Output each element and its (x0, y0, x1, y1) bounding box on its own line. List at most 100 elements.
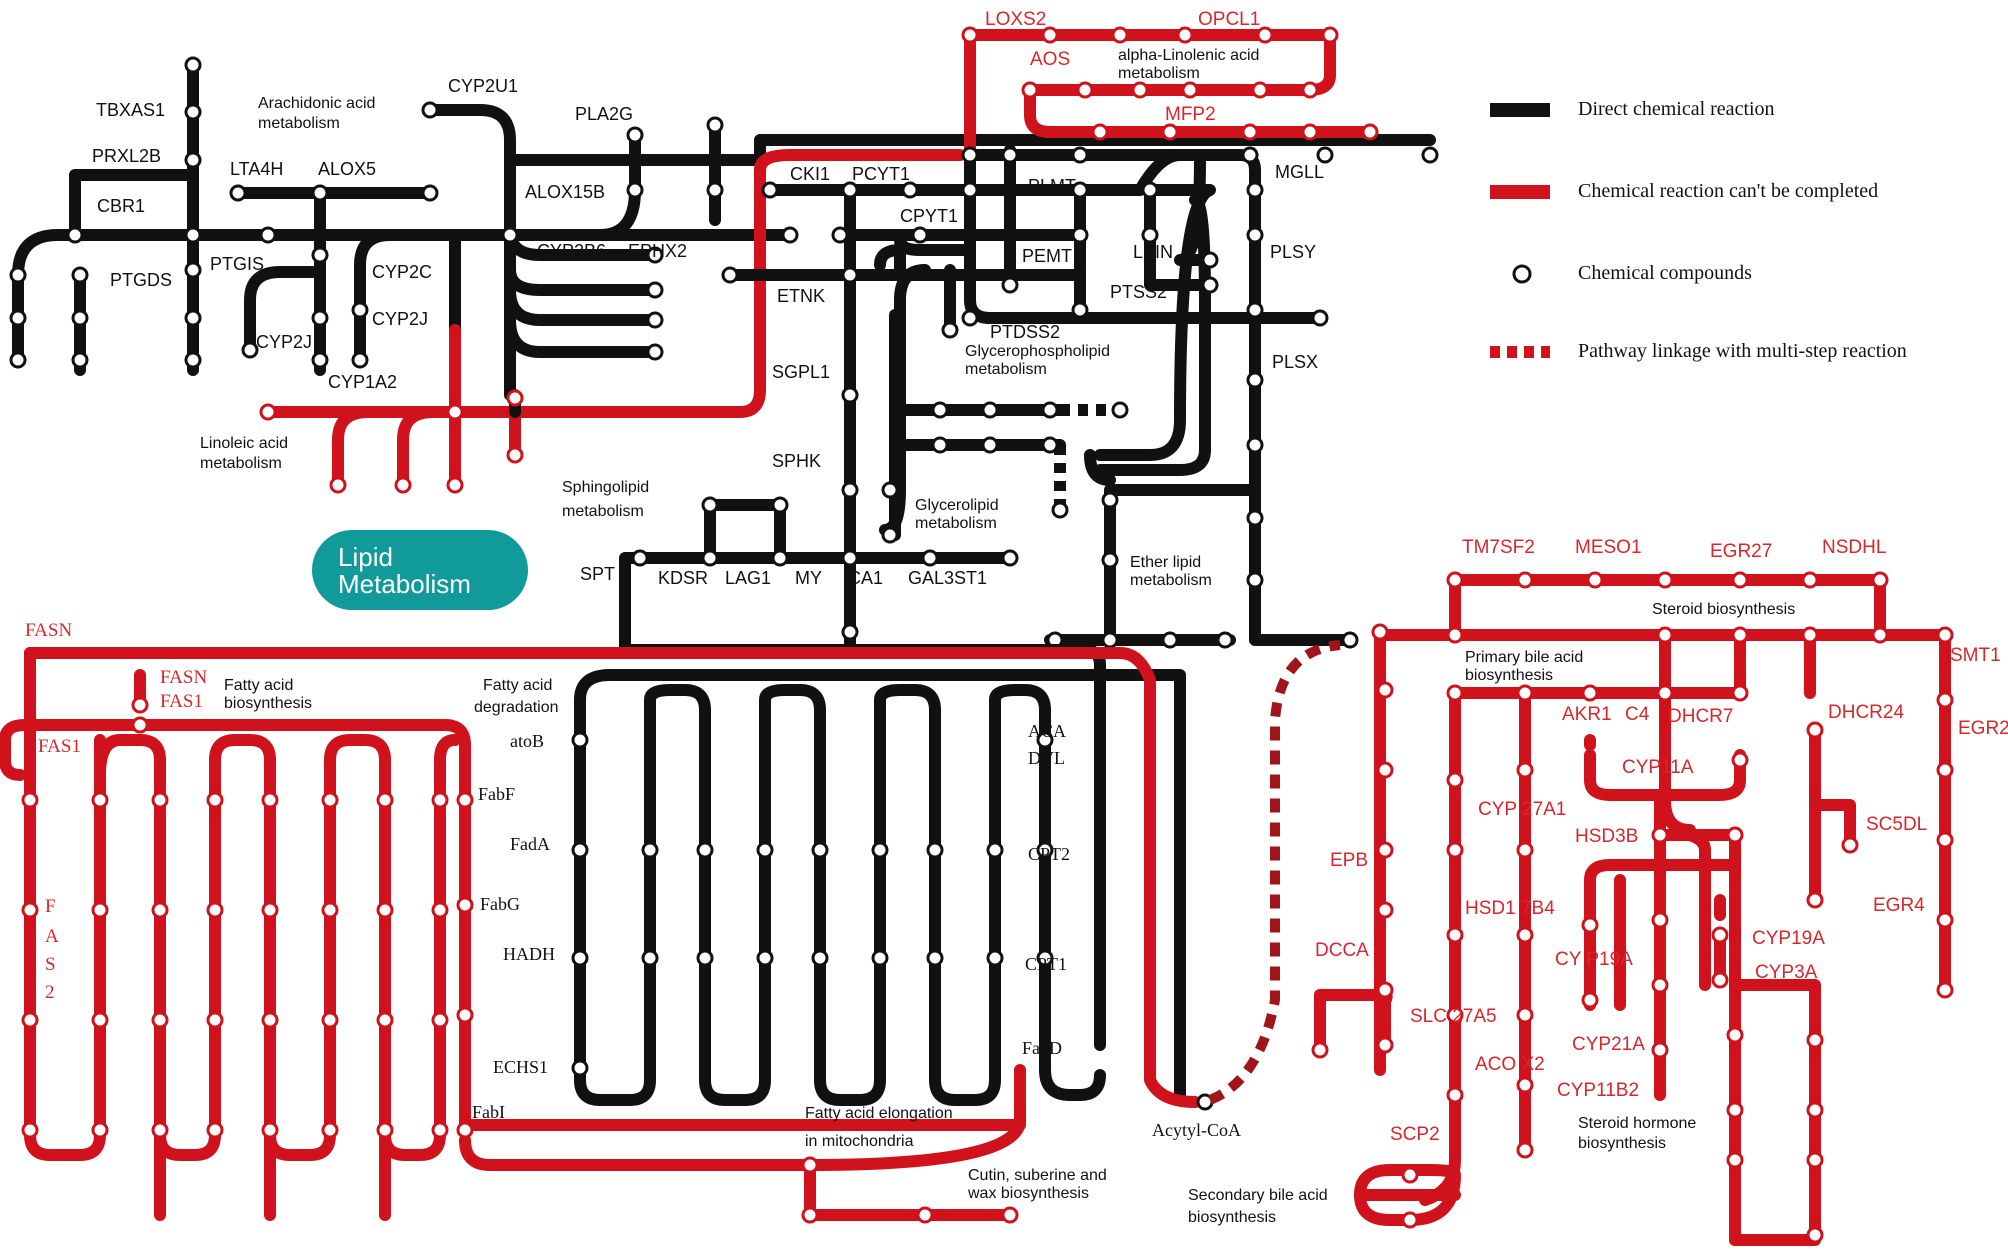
enzyme-fadd: FadD (1022, 1038, 1062, 1058)
enzyme-cyp2j-b: CYP2J (372, 309, 428, 329)
label-sphingolipid-1: Sphingolipid (562, 479, 649, 496)
enzyme-kdsr: KDSR (658, 568, 708, 588)
enzyme-ptdss2: PTDSS2 (990, 322, 1060, 342)
enzyme-fabi: FabI (472, 1102, 505, 1122)
enzyme-plmt: PLMT (1028, 176, 1076, 196)
enzyme-cyp2c: CYP2C (372, 262, 432, 282)
enzyme-alox5: ALOX5 (318, 159, 376, 179)
enzyme-labels-red: LOXS2 OPCL1 AOS MFP2 FASN FASN FAS1 FAS1… (25, 9, 2008, 1145)
label-linoleic-2: metabolism (200, 455, 282, 472)
alpha-linolenic-network (961, 26, 1379, 161)
enzyme-ca1: CA1 (848, 568, 883, 588)
label-arachidonic-1: Arachidonic acid (258, 95, 375, 112)
enzyme-c4: C4 (1625, 704, 1650, 725)
enzyme-fas2-a: A (45, 926, 59, 947)
label-ether-lipid-2: metabolism (1130, 572, 1212, 589)
arachidonic-nodes (9, 56, 799, 494)
enzyme-hadh: HADH (503, 944, 555, 964)
label-secondary-bile-1: Secondary bile acid (1188, 1187, 1328, 1204)
label-secondary-bile-2: biosynthesis (1188, 1209, 1276, 1226)
label-fa-elongation-1: Fatty acid elongation (805, 1105, 953, 1122)
enzyme-cyp2b6: CYP2B6 (537, 241, 606, 261)
label-sphingolipid-2: metabolism (562, 503, 644, 520)
enzyme-cyp21a: CYP21A (1572, 1034, 1645, 1055)
enzyme-loxs2: LOXS2 (985, 9, 1046, 30)
enzyme-hsd3b: HSD3B (1575, 826, 1638, 847)
badge-line-2: Metabolism (338, 569, 471, 599)
enzyme-fasn-mid: FASN (160, 667, 207, 688)
enzyme-prxl2b: PRXL2B (92, 146, 161, 166)
enzyme-cyp27a1: CYP 27A1 (1478, 799, 1566, 820)
enzyme-slc27a5: SLC 27A5 (1410, 1006, 1497, 1027)
label-primary-bile-1: Primary bile acid (1465, 649, 1583, 666)
label-steroid-hormone-2: biosynthesis (1578, 1135, 1666, 1152)
enzyme-cyp19a-right: CYP19A (1752, 928, 1825, 949)
enzyme-pla2g: PLA2G (575, 104, 633, 124)
enzyme-fas2-f: F (45, 896, 56, 917)
enzyme-cyp3a: CYP3A (1755, 962, 1818, 983)
label-fa-degradation-1: Fatty acid (483, 677, 552, 694)
enzyme-dhcr24: DHCR24 (1828, 702, 1904, 723)
enzyme-lpin: LPIN (1133, 242, 1173, 262)
enzyme-cpyt1: CPYT1 (900, 206, 958, 226)
enzyme-atob: atoB (510, 731, 544, 751)
fatty-acid-biosynthesis-network (0, 647, 1201, 1221)
lipid-metabolism-badge: Lipid Metabolism (312, 530, 528, 610)
enzyme-fasn-top: FASN (25, 620, 72, 641)
legend-text-compounds: Chemical compounds (1578, 262, 1752, 284)
enzyme-cyp1a2: CYP1A2 (328, 372, 397, 392)
enzyme-pcyt1: PCYT1 (852, 164, 910, 184)
enzyme-fada: FadΑ (510, 834, 550, 854)
steroid-nodes (1311, 571, 1954, 1244)
enzyme-egr4: EGR4 (1873, 895, 1925, 916)
glycerophospholipid-dashes (1054, 404, 1120, 505)
legend-text-multistep: Pathway linkage with multi-step reaction (1578, 340, 1907, 362)
enzyme-sc5dl: SC5DL (1866, 814, 1927, 835)
label-ether-lipid-1: Ether lipid (1130, 554, 1201, 571)
enzyme-lta4h: LTA4H (230, 159, 283, 179)
enzyme-scp2: SCP2 (1390, 1124, 1440, 1145)
enzyme-akr1: AKR1 (1562, 704, 1612, 725)
label-alpha-linolenic-1: alpha-Linolenic acid (1118, 47, 1259, 64)
enzyme-pemt: PEMT (1022, 246, 1072, 266)
badge-line-1: Lipid (338, 542, 393, 572)
enzyme-aos: AOS (1030, 49, 1070, 70)
fatty-acid-degradation-nodes (571, 731, 1054, 1077)
label-linoleic-1: Linoleic acid (200, 435, 288, 452)
enzyme-cbr1: CBR1 (97, 196, 145, 216)
enzyme-labels-fatty-acid: atoB FadΑ HADH ECHS1 ΑCΑ DVL CPT2 CPT1 F… (472, 721, 1241, 1140)
legend-glyphs (1490, 103, 1550, 358)
enzyme-fas1-mid: FAS1 (160, 691, 203, 712)
enzyme-smt1: SMT1 (1950, 645, 2001, 666)
enzyme-mgll: MGLL (1275, 162, 1324, 182)
label-fa-elongation-2: in mitochondria (805, 1133, 914, 1150)
label-primary-bile-2: biosynthesis (1465, 667, 1553, 684)
arachidonic-acid-network (12, 59, 1436, 491)
legend-text-incomplete: Chemical reaction can't be completed (1578, 180, 1879, 202)
enzyme-cki1: CKI1 (790, 164, 830, 184)
enzyme-my: MY (795, 568, 822, 588)
enzyme-sphk: SPHK (772, 451, 821, 471)
enzyme-alox15b: ALOX15B (525, 182, 605, 202)
label-steroid-biosynthesis: Steroid biosynthesis (1652, 601, 1795, 618)
enzyme-egr2: EGR2 (1958, 718, 2008, 739)
enzyme-cyp19a-left: CY P19A (1555, 949, 1633, 970)
enzyme-tbxas1: TBXAS1 (96, 100, 165, 120)
enzyme-fabg: FabG (480, 894, 520, 914)
enzyme-cyp11b2: CYP11B2 (1557, 1080, 1639, 1101)
enzyme-meso1: MESO1 (1575, 537, 1642, 558)
enzyme-lag1: LAG1 (725, 568, 771, 588)
label-glycerophospholipid-1: Glycerophospholipid (965, 343, 1110, 360)
label-glycerolipid-1: Glycerolipid (915, 497, 999, 514)
enzyme-mfp2: MFP2 (1165, 104, 1216, 125)
enzyme-ephx2: EPHX2 (628, 241, 687, 261)
enzyme-cpt1: CPT1 (1025, 954, 1067, 974)
enzyme-ptgds: PTGDS (110, 270, 172, 290)
enzyme-ptgis: PTGIS (210, 254, 264, 274)
enzyme-dhcr7: DHCR7 (1668, 706, 1733, 727)
enzyme-plsy: PLSY (1270, 242, 1316, 262)
label-fa-biosynthesis-1: Fatty acid (224, 677, 293, 694)
label-cutin-2: wax biosynthesis (967, 1185, 1089, 1202)
label-alpha-linolenic-2: metabolism (1118, 65, 1200, 82)
